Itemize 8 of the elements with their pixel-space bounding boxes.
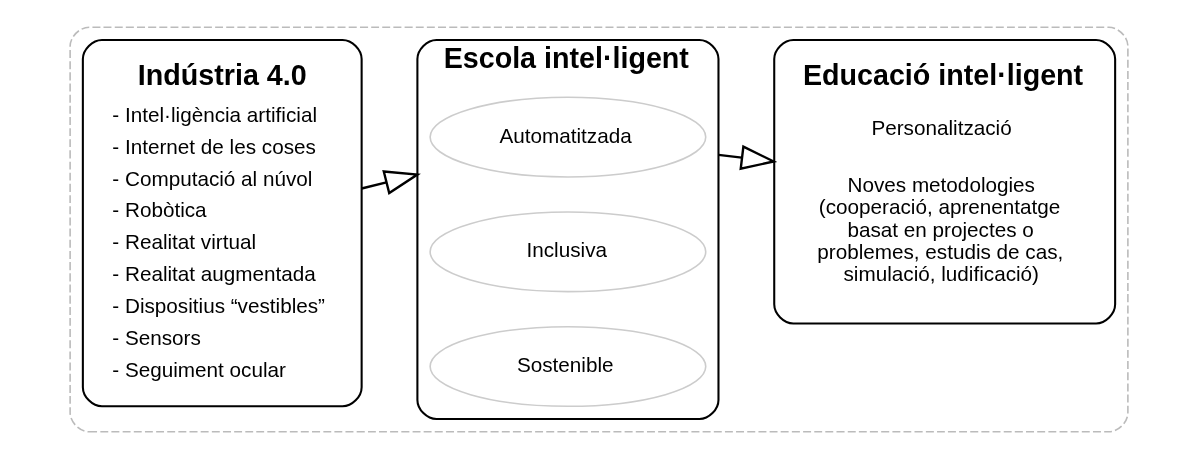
node-box: Indústria 4.0 - Intel·ligència artificial - Internet de les coses - Computació al núvol - Robòtica - Realitat virtual - Realitat augmentada - Dispositius “vestibles” - Sensors - Seguiment ocular: [81, 38, 363, 408]
arrow: [361, 170, 421, 195]
node-ellipse: Sostenible: [429, 325, 707, 408]
node-ellipse: Inclusiva: [429, 211, 707, 293]
node-box: Educació intel·ligent Personalització Noves metodologies (cooperació, aprenentatge basat en projectes o problemes, estudis de cas, simulació, ludificació): [773, 38, 1117, 325]
cluster: [69, 26, 1129, 433]
arrow: [718, 144, 778, 171]
node-ellipse: Automatitzada: [429, 96, 707, 178]
